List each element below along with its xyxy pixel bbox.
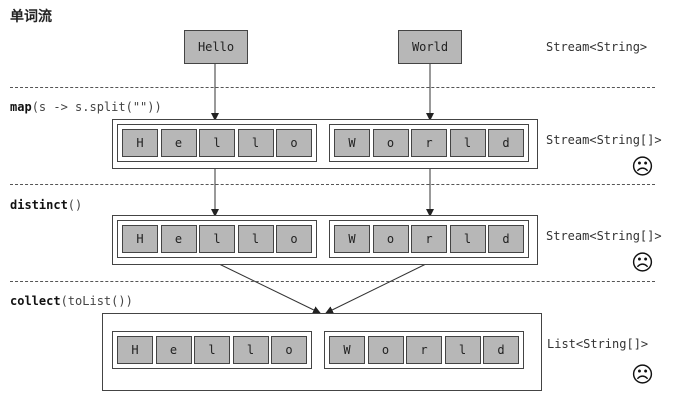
char-cell: l [232,336,269,364]
collect-inner-frame: H e l l o W o r l d [112,327,530,375]
char-cell: o [276,225,312,253]
operation-name: distinct [10,198,68,212]
array-group-hello: H e l l o [117,220,317,258]
array-group-world: W o r l d [324,331,524,369]
type-label-map: Stream<String[]> [546,133,662,147]
char-cell: d [488,225,524,253]
char-cell: o [372,129,409,157]
char-cell: W [329,336,365,364]
char-cell: H [122,129,158,157]
array-group-hello: H e l l o [117,124,317,162]
char-cell: l [199,225,235,253]
char-cell: l [194,336,230,364]
char-cell: W [334,225,370,253]
char-cell: l [237,129,274,157]
operation-label-distinct: distinct() [10,198,82,212]
char-cell: r [411,129,447,157]
char-cell: l [444,336,481,364]
char-cell: l [449,225,486,253]
collect-result-frame: H e l l o W o r l d [102,313,542,391]
arrow-hello-to-collect [214,261,321,314]
sad-face-icon: ☹ [631,155,654,180]
stage-divider [10,87,655,88]
char-cell: e [155,336,192,364]
stage-divider [10,281,655,282]
distinct-result-frame: H e l l o W o r l d [112,215,538,265]
char-cell: W [334,129,370,157]
type-label-stream-string: Stream<String> [546,40,648,54]
operation-name: collect [10,294,61,308]
operation-label-collect: collect(toList()) [10,294,133,308]
sad-face-icon: ☹ [631,251,654,276]
char-cell: o [271,336,307,364]
char-cell: o [367,336,404,364]
array-group-world: W o r l d [329,220,529,258]
operation-label-map: map(s -> s.split("")) [10,100,162,114]
map-result-frame: H e l l o W o r l d [112,119,538,169]
char-cell: r [411,225,447,253]
array-group-hello: H e l l o [112,331,312,369]
char-cell: e [160,225,197,253]
char-cell: o [276,129,312,157]
operation-args: (s -> s.split("")) [31,100,162,114]
word-box-hello: Hello [184,30,248,64]
char-cell: l [449,129,486,157]
char-cell: H [117,336,153,364]
sad-face-icon: ☹ [631,363,654,388]
char-cell: H [122,225,158,253]
word-box-world: World [398,30,462,64]
type-label-distinct: Stream<String[]> [546,229,662,243]
operation-args: () [67,198,83,212]
char-cell: l [199,129,235,157]
char-cell: e [160,129,197,157]
char-cell: d [483,336,519,364]
operation-name: map [10,100,32,114]
type-label-collect: List<String[]> [547,337,649,351]
stage-divider [10,184,655,185]
char-cell: r [406,336,442,364]
arrow-world-to-collect [325,261,431,314]
operation-args: (toList()) [60,294,133,308]
char-cell: d [488,129,524,157]
char-cell: l [237,225,274,253]
diagram-title: 单词流 [10,9,52,25]
char-cell: o [372,225,409,253]
array-group-world: W o r l d [329,124,529,162]
